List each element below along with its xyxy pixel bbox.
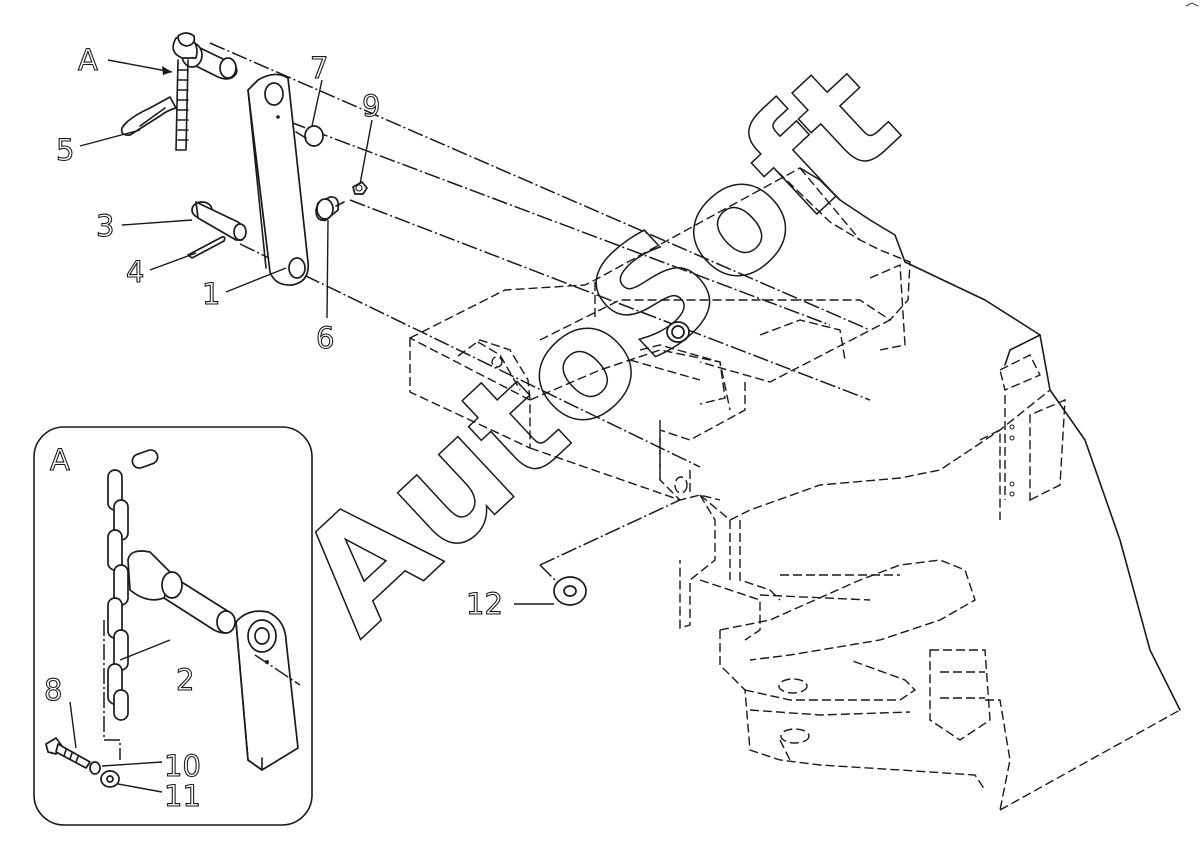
callout-8: 8: [44, 673, 62, 707]
inset-lockwasher-10: [89, 761, 101, 775]
frame-bushing: [666, 321, 690, 343]
callouts: A 5 3 4 1 6 7 9 12: [55, 42, 503, 621]
inset-label: A: [50, 443, 70, 477]
boom-outline: [799, 167, 1181, 711]
washer-12: [553, 576, 587, 606]
watermark: AutoSoft: [266, 31, 930, 667]
callout-1: 1: [202, 277, 220, 311]
callout-7: 7: [310, 51, 328, 85]
corner-mark: [1185, 2, 1199, 7]
detail-inset-a: A: [33, 426, 313, 826]
callout-5: 5: [56, 133, 74, 167]
r-clip: [120, 96, 177, 136]
callout-11: 11: [164, 779, 201, 813]
plug-7: [295, 125, 324, 147]
callout-9: 9: [362, 89, 380, 123]
center-lines: [209, 42, 871, 591]
callout-12: 12: [466, 587, 503, 621]
callout-10: 10: [164, 749, 201, 783]
inset-bolt-8: [45, 737, 91, 769]
inset-chain: [107, 449, 159, 721]
callout-2: 2: [176, 663, 194, 697]
frame-assembly: [409, 167, 1181, 811]
link-bar: [247, 73, 310, 286]
lynch-pin: [172, 32, 238, 151]
pin-3: [191, 201, 247, 241]
callout-A: A: [78, 43, 98, 77]
leader-lines: [79, 59, 554, 605]
callout-6: 6: [316, 321, 334, 355]
inset-link-bar: [235, 610, 301, 771]
callout-4: 4: [126, 255, 144, 289]
cotter-pin-4: [187, 235, 226, 259]
inset-washer-11: [100, 770, 120, 788]
callout-3: 3: [96, 209, 114, 243]
inset-pin-2: [127, 550, 236, 634]
grease-fitting-6: [315, 196, 345, 222]
